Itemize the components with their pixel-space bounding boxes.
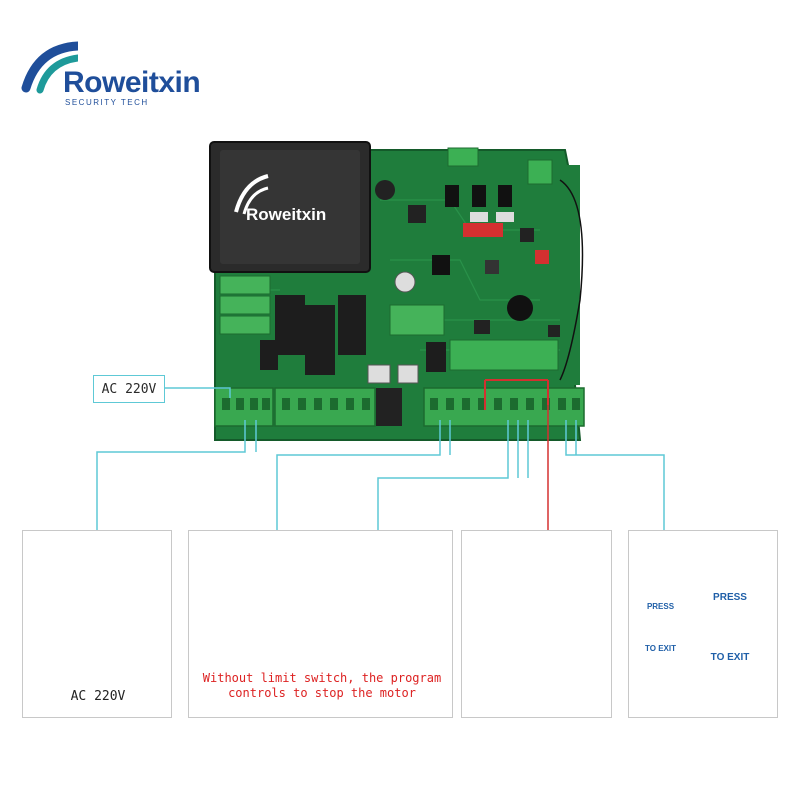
transformer-brand: Roweitxin — [246, 205, 326, 224]
connection-wires — [96, 387, 665, 530]
limit-caption-line1: Without limit switch, the program — [202, 671, 442, 685]
ac-input-label: AC 220V — [93, 375, 165, 403]
panel-warning-lamp: AC 220V — [22, 530, 172, 718]
exit-large-top-text: PRESS — [713, 592, 747, 603]
exit-small-top-text: PRESS — [646, 602, 675, 611]
logo-wordmark: Roweitxin — [63, 66, 201, 99]
exit-large-bottom-text: TO EXIT — [710, 652, 750, 663]
limit-switch-caption: Without limit switch, the program contro… — [193, 671, 451, 701]
logo-swoosh-icon — [21, 41, 78, 94]
terminal-blocks — [214, 179, 585, 427]
logo-tagline: SECURITY TECH — [65, 98, 149, 107]
relays — [219, 275, 559, 384]
panel-limit-switch: Without limit switch, the program contro… — [188, 530, 453, 718]
pcb-components — [375, 147, 560, 337]
panel-exit-button — [628, 530, 778, 718]
lamp-caption: AC 220V — [70, 689, 126, 704]
panel-photocell — [461, 530, 612, 718]
exit-small-bottom-text: TO EXIT — [645, 644, 676, 653]
brand-logo: Roweitxin SECURITY TECH — [18, 38, 218, 108]
limit-caption-line2: controls to stop the motor — [228, 686, 416, 700]
transformer: Roweitxin — [209, 141, 371, 273]
